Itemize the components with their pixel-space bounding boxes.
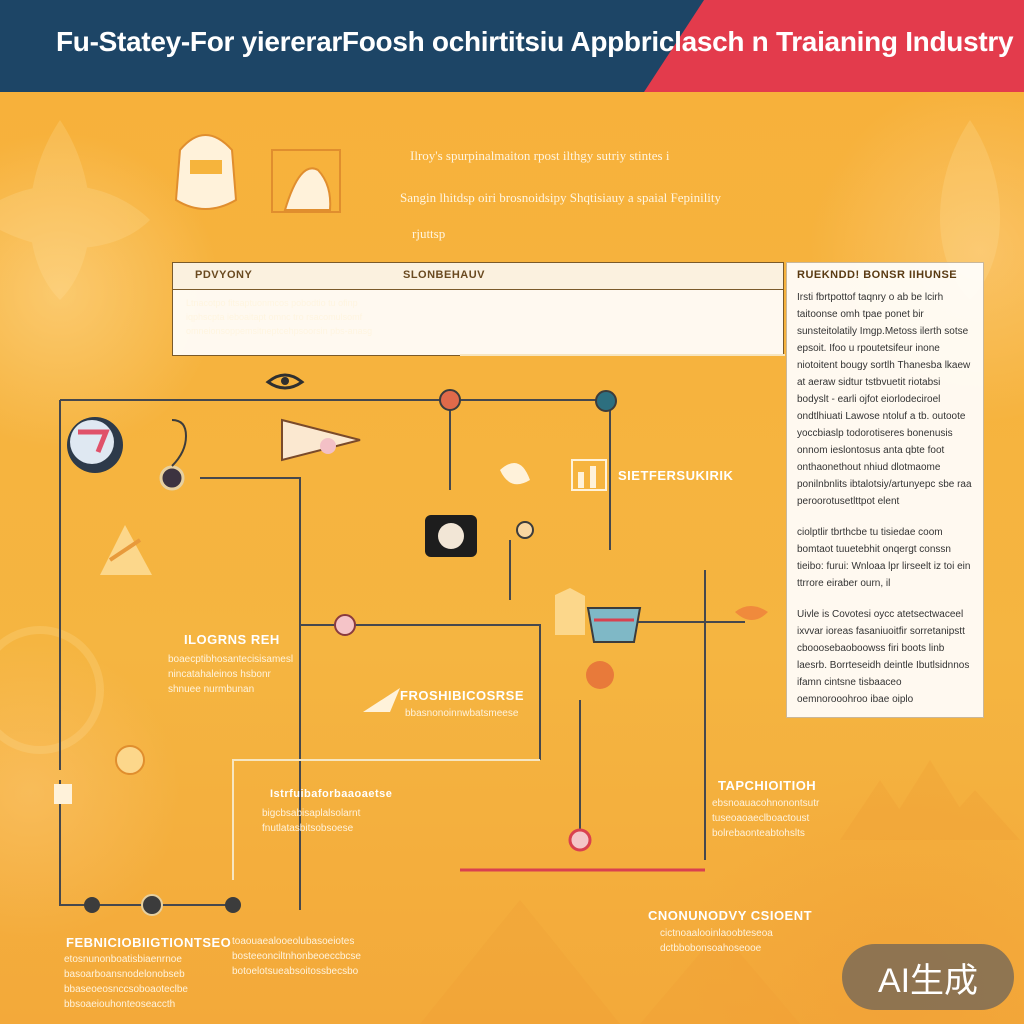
top-panel-label-center: SLONBEHAUV xyxy=(403,269,486,281)
left-text: boaecptibhosantecisisamesl nincatahalein… xyxy=(168,654,294,695)
top-panel-line-1: Ltnacotpo fitsaptuonmcos pobodtio tu ofi… xyxy=(186,298,358,308)
right-panel-paragraph-3: Uivle is Covotesi oycc atetsectwaceel ix… xyxy=(797,609,970,705)
flower-petal-left xyxy=(30,120,90,300)
bottom-right-label: CNONUNODVY CSIOENT xyxy=(648,908,813,923)
node-mid-pink xyxy=(334,614,356,636)
bottom-mid-text: toaouaealooeolubasoeiotes bosteeonciltnh… xyxy=(232,936,361,977)
mountain-5 xyxy=(640,930,800,1024)
title-part-2: Appbriclasch n Traianing Industry xyxy=(570,26,1014,57)
top-panel-header xyxy=(173,263,783,290)
top-panel-line-3: omneionsoppemsitneptcehpsoorsin pbs-anas… xyxy=(186,326,373,336)
arrow-icon xyxy=(100,525,152,575)
portrait-icon xyxy=(271,149,341,213)
lantern-icon xyxy=(54,745,145,804)
helmet-icon xyxy=(174,134,238,210)
mountain-2 xyxy=(880,760,980,840)
right-panel-title: RUEKNDD! BONSR IIHUNSE xyxy=(797,269,958,281)
bottom-left-text: etosnunonboatisbiaenrnoe basoarboansnode… xyxy=(64,954,188,1010)
right-lower-text: ebsnoauacohnonontsutr tuseoaoaeclboactou… xyxy=(712,798,820,839)
ai-generated-badge: AI生成 xyxy=(842,944,1014,1010)
intro-line-1: Ilroy's spurpinalmaiton rpost ilthgy sut… xyxy=(410,148,670,163)
node-lower-pink xyxy=(568,828,592,852)
connector-8 xyxy=(59,780,235,906)
right-panel-paragraph-2: ciolptlir tbrthcbe tu tisiedae coom bomt… xyxy=(797,527,971,589)
camera-icon xyxy=(425,515,477,557)
bottom-right-text: cictnoaalooinlaoobteseoa dctbbobonsoahos… xyxy=(660,928,773,954)
top-panel: PDVYONY SLONBEHAUV xyxy=(172,262,784,356)
pin-icon xyxy=(171,419,188,467)
bird-icon xyxy=(363,688,400,712)
flow-nodes xyxy=(84,389,617,916)
process-label: SIETFERSUKIRIK xyxy=(618,468,734,483)
meter-icon xyxy=(67,417,123,473)
node-bottom-1 xyxy=(84,897,100,913)
title-part-1: Fu-Statey-For yiererarFoosh ochirtitsiu xyxy=(56,26,564,57)
mountain-4 xyxy=(420,900,620,1024)
header-banner: Fu-Statey-For yiererarFoosh ochirtitsiu … xyxy=(0,0,1024,92)
intro-line-2: Sangin lhitdsp oiri brosnoidsipy Shqtisi… xyxy=(400,190,722,205)
connector-6 xyxy=(200,477,301,910)
connector-light-1 xyxy=(232,759,540,880)
right-panel-body: Irsti fbrtpottof taqnry o ab be lcirh ta… xyxy=(797,289,973,722)
intro-line-3: rjuttsp xyxy=(412,226,446,241)
mountain-3 xyxy=(930,790,1020,840)
node-bottom-3 xyxy=(225,897,241,913)
mountain-1 xyxy=(840,780,920,840)
node-top-orange xyxy=(439,389,461,411)
badge-icon xyxy=(281,418,361,462)
top-panel-label-left: PDVYONY xyxy=(195,269,253,281)
node-bottom-2 xyxy=(141,894,163,916)
center-text: bbasnonoinnwbatsmeese xyxy=(405,708,519,719)
mid-lower-text: bigcbsabisaplalsolarnt fnutlatasbitsobso… xyxy=(262,808,361,834)
cat-icon xyxy=(735,606,768,620)
header-accent xyxy=(644,0,1024,92)
connector-7 xyxy=(300,624,541,760)
right-panel-paragraph-1: Irsti fbrtpottof taqnry o ab be lcirh ta… xyxy=(797,292,972,507)
mid-lower-label: Istrfuibaforbaaoaetse xyxy=(270,788,393,800)
lamp-icon xyxy=(500,462,530,485)
top-panel-body: Ltnacotpo fitsaptuonmcos pobodtio tu ofi… xyxy=(186,296,386,338)
left-label: ILOGRNS REH xyxy=(184,632,280,647)
bottom-left-label: FEBNICIOBIIGTIONTSEO xyxy=(66,935,232,950)
mask-icon xyxy=(586,607,642,689)
eye-icon xyxy=(265,373,305,390)
flower-petal-left-2 xyxy=(0,185,150,249)
ring-left xyxy=(0,626,104,754)
flag-icon xyxy=(555,588,585,635)
center-label: FROSHIBICOSRSE xyxy=(400,688,525,703)
top-panel-line-2: iqphscpta ieboaitapt omnc tro rsacomulso… xyxy=(186,312,363,322)
chart-icon xyxy=(571,459,607,491)
right-lower-label: TAPCHIOITIOH xyxy=(718,778,817,793)
right-panel: RUEKNDD! BONSR IIHUNSE Irsti fbrtpottof … xyxy=(786,262,984,718)
node-top-teal xyxy=(595,390,617,412)
flower-petal-right xyxy=(940,120,1000,300)
node-left-dark xyxy=(159,465,185,491)
node-camera-right xyxy=(516,521,534,539)
page-title: Fu-Statey-For yiererarFoosh ochirtitsiu … xyxy=(56,26,1014,58)
